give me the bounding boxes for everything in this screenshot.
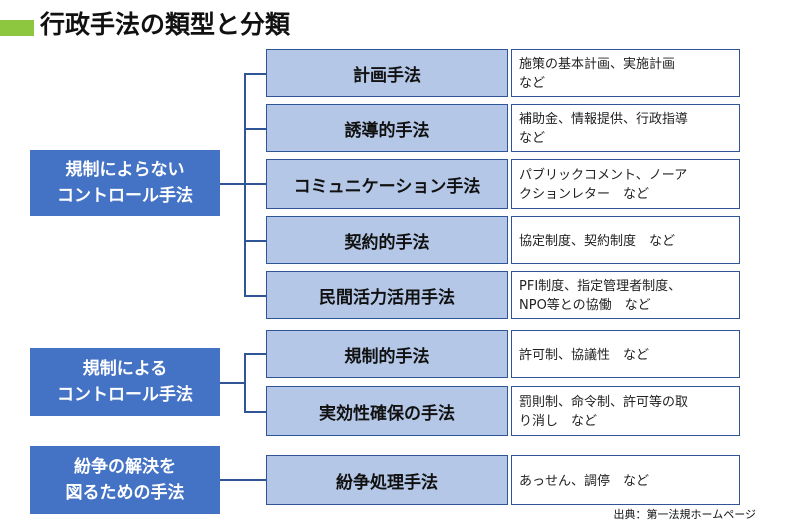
category-regulatory: 規制による コントロール手法 (30, 348, 220, 416)
detail-line1: あっせん、調停 など (519, 473, 650, 489)
connector-method4 (244, 240, 266, 242)
connector-method7 (244, 411, 266, 413)
method-enforcement: 実効性確保の手法 (266, 386, 508, 436)
category-non-regulatory: 規制によらない コントロール手法 (30, 150, 220, 216)
detail-dispute-processing: あっせん、調停 など (511, 455, 740, 505)
detail-line2: り消し など (519, 414, 598, 429)
title-accent-bar (0, 20, 34, 36)
connector-group2-vertical (244, 354, 246, 412)
method-inducement: 誘導的手法 (266, 104, 508, 152)
method-communication: コミュニケーション手法 (266, 159, 508, 209)
detail-enforcement: 罰則制、命令制、許可等の取 り消し など (511, 386, 740, 436)
page-title: 行政手法の類型と分類 (40, 10, 291, 39)
category-label-line2: コントロール手法 (57, 385, 193, 405)
method-planning: 計画手法 (266, 49, 508, 97)
connector-method6 (244, 353, 266, 355)
detail-regulatory: 許可制、協議性 など (511, 330, 740, 378)
method-private-sector: 民間活力活用手法 (266, 271, 508, 319)
connector-method5 (244, 295, 266, 297)
connector-cat3-horizontal (220, 479, 266, 481)
detail-line1: 許可制、協議性 など (519, 347, 650, 363)
detail-private-sector: PFI制度、指定管理者制度、 NPO等との協働 など (511, 271, 740, 319)
category-label-line1: 紛争の解決を (74, 457, 176, 477)
source-credit: 出典：第一法規ホームページ (613, 508, 756, 521)
category-label-line1: 規制によらない (65, 160, 185, 180)
detail-line1: 施策の基本計画、実施計画 (519, 57, 676, 72)
category-label-line2: コントロール手法 (57, 186, 193, 206)
detail-line2: クションレター など (519, 187, 650, 202)
connector-method3 (244, 183, 266, 185)
detail-line1: パブリックコメント、ノーア (519, 168, 688, 183)
detail-planning: 施策の基本計画、実施計画 など (511, 49, 740, 97)
detail-line2: NPO等との協働 など (519, 298, 651, 313)
connector-method1 (244, 73, 266, 75)
connector-group1-vertical (244, 74, 246, 296)
connector-cat1-horizontal (220, 183, 245, 185)
detail-line2: など (519, 76, 546, 91)
category-label-line1: 規制による (82, 359, 168, 379)
detail-line1: 罰則制、命令制、許可等の取 (519, 395, 689, 410)
detail-line1: 補助金、情報提供、行政指導 (519, 112, 689, 127)
detail-line1: 協定制度、契約制度 など (519, 233, 676, 249)
detail-line2: など (519, 131, 546, 146)
detail-contractual: 協定制度、契約制度 など (511, 216, 740, 264)
connector-cat2-horizontal (220, 382, 245, 384)
category-label-line2: 図るための手法 (65, 483, 185, 503)
category-dispute-resolution: 紛争の解決を 図るための手法 (30, 446, 220, 514)
connector-method2 (244, 128, 266, 130)
method-dispute-processing: 紛争処理手法 (266, 455, 508, 505)
detail-inducement: 補助金、情報提供、行政指導 など (511, 104, 740, 152)
detail-communication: パブリックコメント、ノーア クションレター など (511, 159, 740, 209)
detail-line1: PFI制度、指定管理者制度、 (519, 279, 682, 294)
method-regulatory: 規制的手法 (266, 330, 508, 378)
method-contractual: 契約的手法 (266, 216, 508, 264)
